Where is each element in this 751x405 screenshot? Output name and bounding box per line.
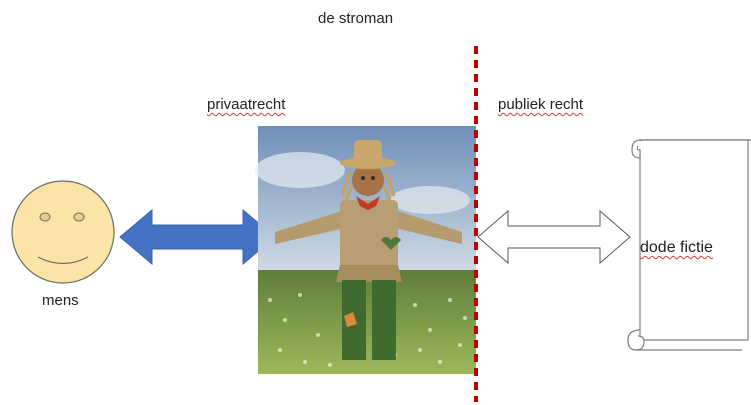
scroll-icon <box>627 139 751 351</box>
label-public-law-text: publiek recht <box>498 96 584 113</box>
label-human: mens <box>42 292 79 309</box>
smiley-face-icon <box>11 180 115 284</box>
double-headed-arrow-outline <box>477 209 631 265</box>
label-private-law: privaatrecht <box>207 96 286 113</box>
diagram-title: de stroman <box>318 10 394 27</box>
label-public-law: publiek recht <box>498 96 583 114</box>
double-headed-arrow-blue <box>119 208 276 266</box>
label-dead-fiction: dode fictie <box>640 239 713 256</box>
scarecrow-image <box>255 126 476 374</box>
